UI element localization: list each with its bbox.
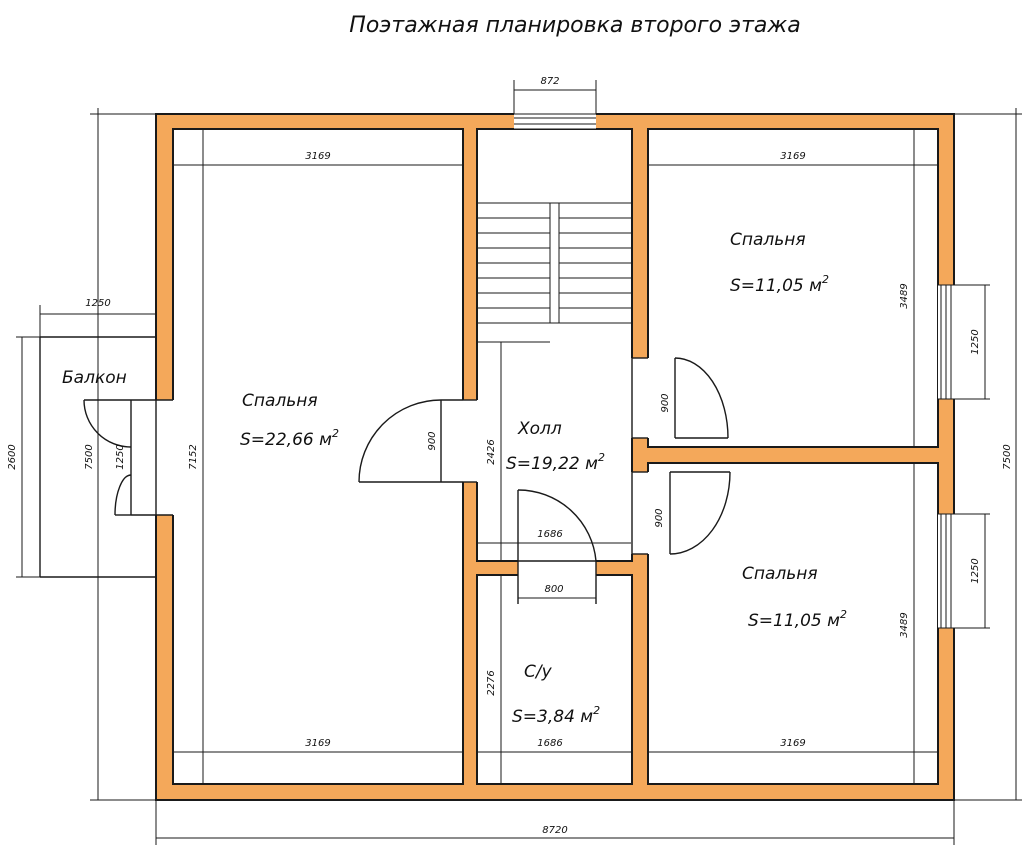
room-bedroom-top-label: Спальня [730, 230, 806, 250]
plan-title: Поэтажная планировка второго этажа [349, 13, 800, 38]
dim-right-bottom-width: 3169 [780, 738, 805, 749]
room-bathroom-label: С/у [524, 662, 553, 682]
dim-top-room-height: 3489 [899, 283, 910, 308]
dim-main-bottom-width: 3169 [305, 738, 330, 749]
room-balcony-label: Балкон [62, 368, 127, 388]
balcony-door [83, 399, 174, 516]
bathroom-dims [477, 575, 632, 784]
window-bottom-right [938, 513, 990, 629]
dim-bottom-window: 1250 [970, 558, 981, 583]
bottom-bedroom-door [631, 471, 731, 555]
room-bathroom [476, 574, 633, 785]
overall-dims [90, 108, 1022, 845]
room-bedroom-main-area: S=22,66 м2 [240, 427, 339, 450]
room-bedroom-top [647, 128, 939, 448]
dim-hall-width: 1686 [537, 529, 562, 540]
dim-top-window: 1250 [970, 329, 981, 354]
balcony-outline [16, 305, 157, 578]
dim-main-top-width: 3169 [305, 151, 330, 162]
dim-bottom-room-height: 3489 [899, 612, 910, 637]
dim-bottom-door: 900 [654, 508, 665, 527]
room-bedroom-main-label: Спальня [242, 391, 318, 411]
room-bedroom-bottom-label: Спальня [742, 564, 818, 584]
dim-bath-height: 2276 [486, 670, 497, 695]
dim-stair-window: 872 [540, 76, 559, 87]
main-bedroom-door [358, 399, 478, 483]
stair-window [513, 80, 597, 130]
dim-hall-height: 2426 [486, 439, 497, 464]
dim-top-door: 900 [660, 393, 671, 412]
staircase [477, 202, 632, 343]
dim-right-overall: 7500 [1002, 444, 1013, 469]
top-bedroom-door [631, 357, 729, 439]
room-bedroom-bottom [647, 462, 939, 785]
room-hall [476, 128, 633, 562]
main-bedroom-dims [173, 129, 463, 784]
room-bathroom-area: S=3,84 м2 [512, 704, 600, 727]
hall-dims [477, 342, 632, 561]
top-bedroom-dims [648, 129, 938, 447]
dim-main-door: 900 [427, 431, 438, 450]
bathroom-door [517, 489, 597, 604]
dim-balcony-height: 2600 [7, 444, 18, 469]
room-hall-area: S=19,22 м2 [506, 451, 605, 474]
dim-main-height: 7152 [188, 444, 199, 469]
room-hall-label: Холл [517, 419, 562, 439]
dim-bath-door: 800 [544, 584, 563, 595]
room-bedroom-bottom-area: S=11,05 м2 [748, 608, 847, 631]
dim-balcony-door: 1250 [115, 444, 126, 469]
window-top-right [938, 284, 990, 400]
dim-right-top-width: 3169 [780, 151, 805, 162]
bottom-bedroom-dims [648, 463, 938, 784]
room-bedroom-main [172, 128, 464, 785]
dim-left-overall: 7500 [84, 444, 95, 469]
room-bedroom-top-area: S=11,05 м2 [730, 273, 829, 296]
dim-overall-width: 8720 [542, 825, 567, 836]
dim-bath-width: 1686 [537, 738, 562, 749]
